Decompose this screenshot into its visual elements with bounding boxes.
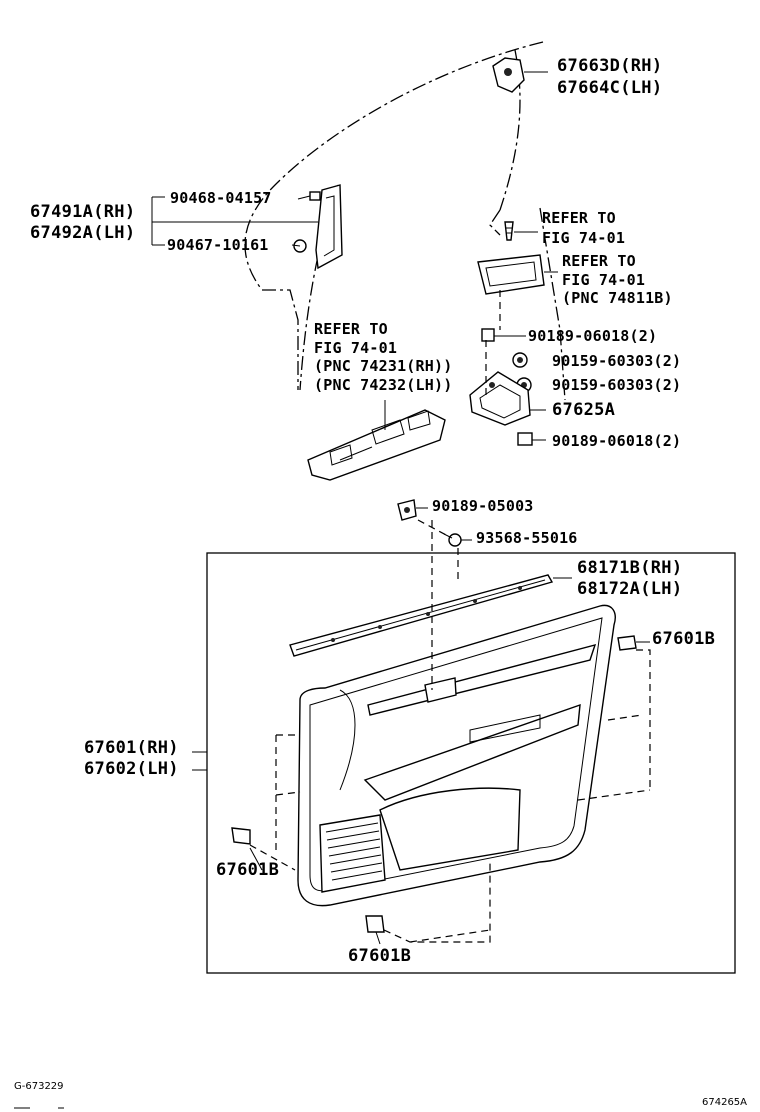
label-67492a: 67492A(LH): [30, 223, 136, 243]
door-frame-right2: [539, 207, 566, 401]
leader-dash-bottom: [383, 860, 491, 943]
speaker-grille: [325, 822, 383, 881]
refer1-line2: FIG 74-01: [542, 229, 626, 247]
clip-90189-05003-icon: [397, 499, 428, 521]
label-67663d: 67663D(RH): [557, 56, 663, 76]
refer3-line4: (PNC 74232(LH)): [314, 376, 453, 394]
clip-67601b-bottom-icon: [365, 915, 385, 945]
refer3-line2: FIG 74-01: [314, 339, 398, 357]
switch-panel-icon: [307, 409, 446, 481]
label-90468: 90468-04157: [170, 189, 272, 207]
leader-67491a: [151, 195, 318, 247]
label-68171b: 68171B(RH): [577, 558, 683, 578]
leader-67601: [192, 751, 208, 771]
refer3-line1: REFER TO: [314, 320, 388, 338]
bracket-67663d-icon: [492, 57, 548, 93]
mirror-cover-icon: [293, 184, 343, 270]
label-90189-06018-lower: 90189-06018(2): [552, 432, 682, 450]
label-67601b-right: 67601B: [652, 629, 716, 649]
label-67664c: 67664C(LH): [557, 78, 663, 98]
handle-pocket-icon: [477, 254, 558, 295]
label-90189-05003: 90189-05003: [432, 497, 534, 515]
weatherstrip-icon: [289, 574, 572, 657]
leader-dash-screw: [417, 519, 449, 537]
refer2-line1: REFER TO: [562, 252, 636, 270]
clip-90189-lower-icon: [517, 432, 546, 446]
label-67625a: 67625A: [552, 400, 616, 420]
label-67602: 67602(LH): [84, 759, 179, 779]
label-90467: 90467-10161: [167, 236, 269, 254]
label-93568: 93568-55016: [476, 529, 578, 547]
label-67601b-left: 67601B: [216, 860, 280, 880]
clip-90189-icon: [481, 328, 526, 342]
label-67601b-bottom: 67601B: [348, 946, 412, 966]
leader-dash-left: [249, 734, 301, 871]
door-frame-inner: [499, 49, 521, 211]
door-frame-outline: [244, 41, 544, 291]
footer-code-right: 674265A: [702, 1097, 748, 1108]
footer-code-left: G-673229: [14, 1081, 64, 1092]
clip-67601b-right-icon: [617, 635, 650, 651]
door-trim-panel-icon: [297, 604, 616, 907]
refer3-line3: (PNC 74231(RH)): [314, 357, 453, 375]
label-90159-60303-lower: 90159-60303(2): [552, 376, 682, 394]
refer1-line1: REFER TO: [542, 209, 616, 227]
refer2-line2: FIG 74-01: [562, 271, 646, 289]
label-67601: 67601(RH): [84, 738, 179, 758]
screw-93568-icon: [443, 533, 472, 547]
clip-67601b-left-icon: [231, 827, 263, 871]
label-67491a: 67491A(RH): [30, 202, 136, 222]
label-68172a: 68172A(LH): [577, 579, 683, 599]
leader-dash-upper: [485, 290, 501, 395]
screw-icon: [504, 221, 538, 241]
label-90159-60303-upper: 90159-60303(2): [552, 352, 682, 370]
leader-dash-right: [577, 649, 651, 801]
door-frame-rear: [262, 289, 299, 390]
door-frame-right: [489, 209, 501, 236]
label-90189-06018-upper: 90189-06018(2): [528, 327, 658, 345]
refer2-line3: (PNC 74811B): [562, 289, 673, 307]
bracket-67625a-icon: [469, 371, 546, 426]
